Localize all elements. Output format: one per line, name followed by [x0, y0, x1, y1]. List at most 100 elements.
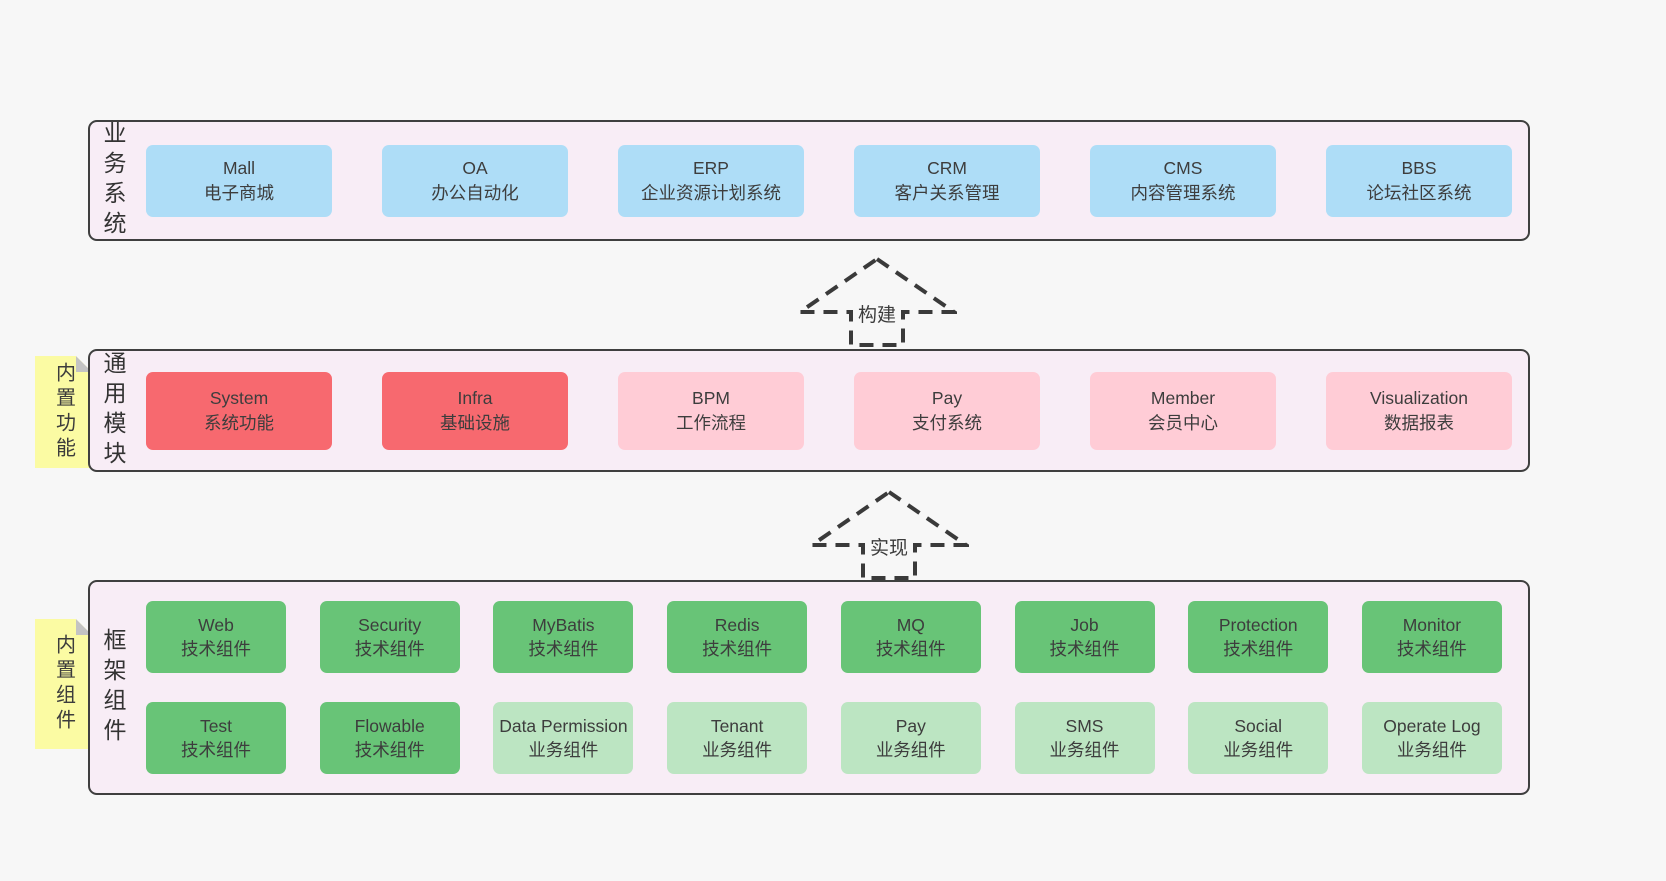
components-boxes-grid: Web 技术组件 Security 技术组件 MyBatis 技术组件 Redi… — [146, 601, 1502, 774]
box-subtitle: 技术组件 — [181, 639, 251, 659]
box-title: MQ — [896, 615, 925, 635]
box-redis: Redis 技术组件 — [667, 601, 808, 673]
box-title: Security — [358, 615, 422, 635]
box-subtitle: 技术组件 — [1049, 639, 1120, 659]
box-subtitle: 技术组件 — [875, 639, 946, 659]
box-title: Mall — [222, 157, 256, 178]
components-row-2: Test 技术组件 Flowable 技术组件 Data Permission … — [146, 702, 1502, 774]
box-title: MyBatis — [532, 615, 595, 635]
panel-business-systems: 业务系统 Mall 电子商城 OA 办公自动化 ERP 企业资源计划系统 CRM… — [88, 120, 1530, 241]
box-web: Web 技术组件 — [146, 601, 286, 673]
box-title: CMS — [1163, 157, 1203, 178]
box-title: Job — [1070, 615, 1099, 635]
box-title: Redis — [714, 615, 760, 635]
panel-modules-label: 通用模块 — [100, 350, 126, 471]
box-erp: ERP 企业资源计划系统 — [618, 144, 804, 217]
box-subtitle: 业务组件 — [1223, 740, 1294, 760]
box-title: Pay — [895, 716, 926, 736]
box-title: Visualization — [1370, 387, 1468, 408]
box-title: Web — [198, 615, 234, 635]
box-title: Pay — [931, 387, 963, 408]
box-title: Monitor — [1402, 615, 1462, 635]
box-subtitle: 电子商城 — [204, 182, 274, 203]
box-subtitle: 办公自动化 — [431, 182, 519, 203]
box-title: Flowable — [354, 716, 425, 736]
box-test: Test 技术组件 — [146, 702, 286, 774]
components-row-1: Web 技术组件 Security 技术组件 MyBatis 技术组件 Redi… — [146, 601, 1502, 673]
box-subtitle: 技术组件 — [354, 639, 425, 659]
panel-components-label: 框架组件 — [100, 627, 126, 748]
panel-business-label: 业务系统 — [100, 120, 126, 241]
box-title: BBS — [1401, 157, 1437, 178]
box-subtitle: 系统功能 — [204, 412, 274, 433]
box-crm: CRM 客户关系管理 — [854, 144, 1040, 217]
box-cms: CMS 内容管理系统 — [1090, 144, 1276, 217]
box-pay: Pay 支付系统 — [854, 371, 1040, 450]
box-mall: Mall 电子商城 — [146, 144, 332, 217]
box-subtitle: 基础设施 — [440, 412, 510, 433]
box-system: System 系统功能 — [146, 371, 332, 450]
box-monitor: Monitor 技术组件 — [1361, 601, 1502, 673]
box-subtitle: 客户关系管理 — [894, 182, 1000, 203]
box-subtitle: 技术组件 — [528, 639, 599, 659]
modules-boxes-row: System 系统功能 Infra 基础设施 BPM 工作流程 Pay 支付系统… — [146, 351, 1512, 470]
sticky-built-in-features-label: 内置功能 — [52, 362, 75, 462]
box-member: Member 会员中心 — [1090, 371, 1276, 450]
box-title: Social — [1234, 716, 1283, 736]
box-title: CRM — [927, 157, 967, 178]
arrow-build-label: 构建 — [853, 300, 901, 327]
arrow-implement-label: 实现 — [865, 533, 913, 560]
box-subtitle: 技术组件 — [1223, 639, 1294, 659]
box-subtitle: 内容管理系统 — [1130, 182, 1236, 203]
box-title: Infra — [457, 387, 493, 408]
box-title: Data Permission — [499, 716, 628, 736]
box-protection: Protection 技术组件 — [1188, 601, 1329, 673]
sticky-built-in-components-label: 内置组件 — [52, 634, 75, 734]
box-subtitle: 业务组件 — [528, 740, 599, 760]
box-title: Test — [199, 716, 233, 736]
arrow-build: 构建 — [797, 256, 957, 348]
box-subtitle: 会员中心 — [1148, 412, 1218, 433]
box-title: Operate Log — [1383, 716, 1481, 736]
arrow-implement: 实现 — [809, 489, 969, 581]
box-security: Security 技术组件 — [319, 601, 460, 673]
box-subtitle: 支付系统 — [912, 412, 982, 433]
box-subtitle: 技术组件 — [181, 740, 251, 760]
business-boxes-row: Mall 电子商城 OA 办公自动化 ERP 企业资源计划系统 CRM 客户关系… — [146, 122, 1512, 239]
box-title: Protection — [1218, 615, 1298, 635]
box-title: OA — [462, 157, 488, 178]
box-subtitle: 工作流程 — [676, 412, 746, 433]
box-flowable: Flowable 技术组件 — [319, 702, 460, 774]
box-visualization: Visualization 数据报表 — [1326, 371, 1512, 450]
box-subtitle: 论坛社区系统 — [1366, 182, 1472, 203]
box-title: SMS — [1065, 716, 1104, 736]
box-subtitle: 技术组件 — [354, 740, 425, 760]
box-subtitle: 数据报表 — [1384, 412, 1454, 433]
box-sms: SMS 业务组件 — [1014, 702, 1155, 774]
box-oa: OA 办公自动化 — [382, 144, 568, 217]
box-social: Social 业务组件 — [1188, 702, 1329, 774]
panel-common-modules: 通用模块 System 系统功能 Infra 基础设施 BPM 工作流程 Pay… — [88, 349, 1530, 472]
box-operate-log: Operate Log 业务组件 — [1361, 702, 1502, 774]
panel-framework-components: 框架组件 Web 技术组件 Security 技术组件 MyBatis 技术组件… — [88, 580, 1530, 795]
box-title: BPM — [692, 387, 730, 408]
box-title: System — [209, 387, 269, 408]
box-data-permission: Data Permission 业务组件 — [493, 702, 634, 774]
box-subtitle: 企业资源计划系统 — [641, 182, 781, 203]
box-subtitle: 技术组件 — [702, 639, 773, 659]
box-title: ERP — [693, 157, 729, 178]
box-tenant: Tenant 业务组件 — [667, 702, 808, 774]
sticky-built-in-components: 内置组件 — [35, 619, 92, 749]
box-subtitle: 业务组件 — [1049, 740, 1120, 760]
box-mybatis: MyBatis 技术组件 — [493, 601, 634, 673]
box-subtitle: 业务组件 — [875, 740, 946, 760]
sticky-built-in-features: 内置功能 — [35, 356, 92, 468]
dashed-up-arrow-icon — [809, 489, 969, 580]
box-bbs: BBS 论坛社区系统 — [1326, 144, 1512, 217]
box-pay-biz: Pay 业务组件 — [840, 702, 981, 774]
box-subtitle: 业务组件 — [702, 740, 773, 760]
box-title: Member — [1150, 387, 1216, 408]
box-job: Job 技术组件 — [1014, 601, 1155, 673]
box-bpm: BPM 工作流程 — [618, 371, 804, 450]
box-subtitle: 技术组件 — [1396, 639, 1467, 659]
